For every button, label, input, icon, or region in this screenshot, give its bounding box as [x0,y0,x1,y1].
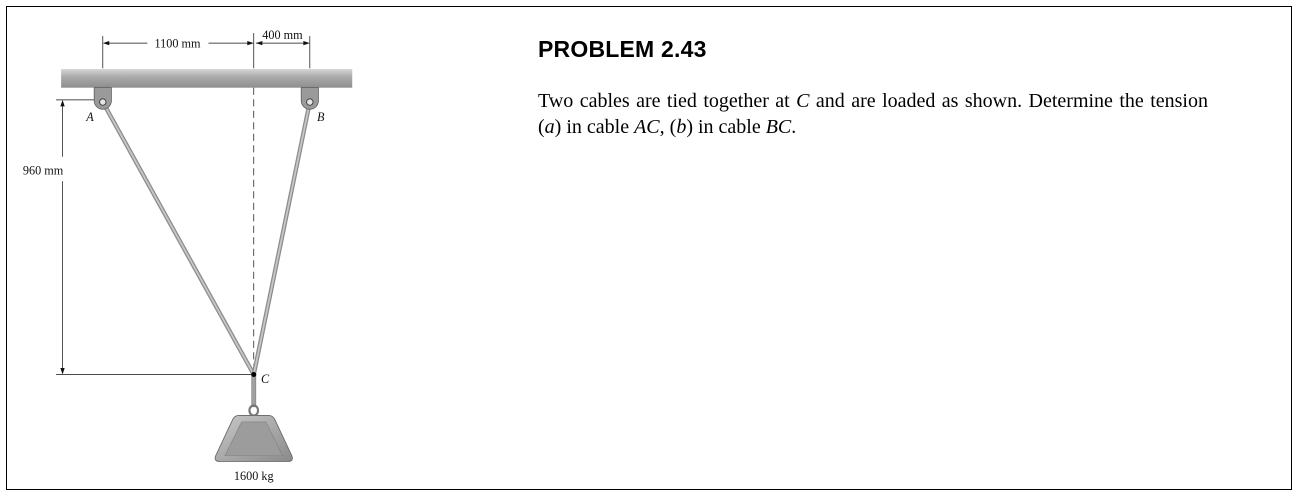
ceiling-beam [61,69,353,88]
statement-text: and are loaded as shown. Determine the t… [538,90,1208,138]
dimension-1100-label: 1100 mm [155,36,202,50]
support-b [300,87,319,110]
statement-text: . [791,116,797,138]
load-rod [251,374,257,408]
problem-statement: Two cables are tied together at C and ar… [538,88,1208,140]
support-a [93,87,112,110]
point-c-label: C [261,372,270,386]
statement-part-b: b [676,116,687,138]
dimension-960-label: 960 mm [23,164,64,178]
statement-cable-ac: AC [634,116,660,138]
weight-block [214,415,293,462]
point-a-label: A [85,110,94,124]
dimension-400: 400 mm [255,28,311,69]
cable-figure: 1100 mm 400 mm 960 mm A B C [23,28,353,483]
statement-text: ) in cable [554,116,635,138]
statement-text: , ( [659,116,677,138]
dimension-400-label: 400 mm [262,28,303,42]
statement-point-c: C [796,90,810,112]
problem-title: PROBLEM 2.43 [538,36,707,62]
statement-cable-bc: BC [765,116,792,138]
point-c-dot [251,372,257,378]
statement-text: Two cables are tied together at [538,90,797,112]
statement-part-a: a [544,116,555,138]
dimension-1100: 1100 mm [102,33,255,69]
point-b-label: B [317,110,325,124]
dimension-960: 960 mm [23,99,252,375]
load-label: 1600 kg [234,469,274,483]
statement-text: ) in cable [686,116,766,138]
